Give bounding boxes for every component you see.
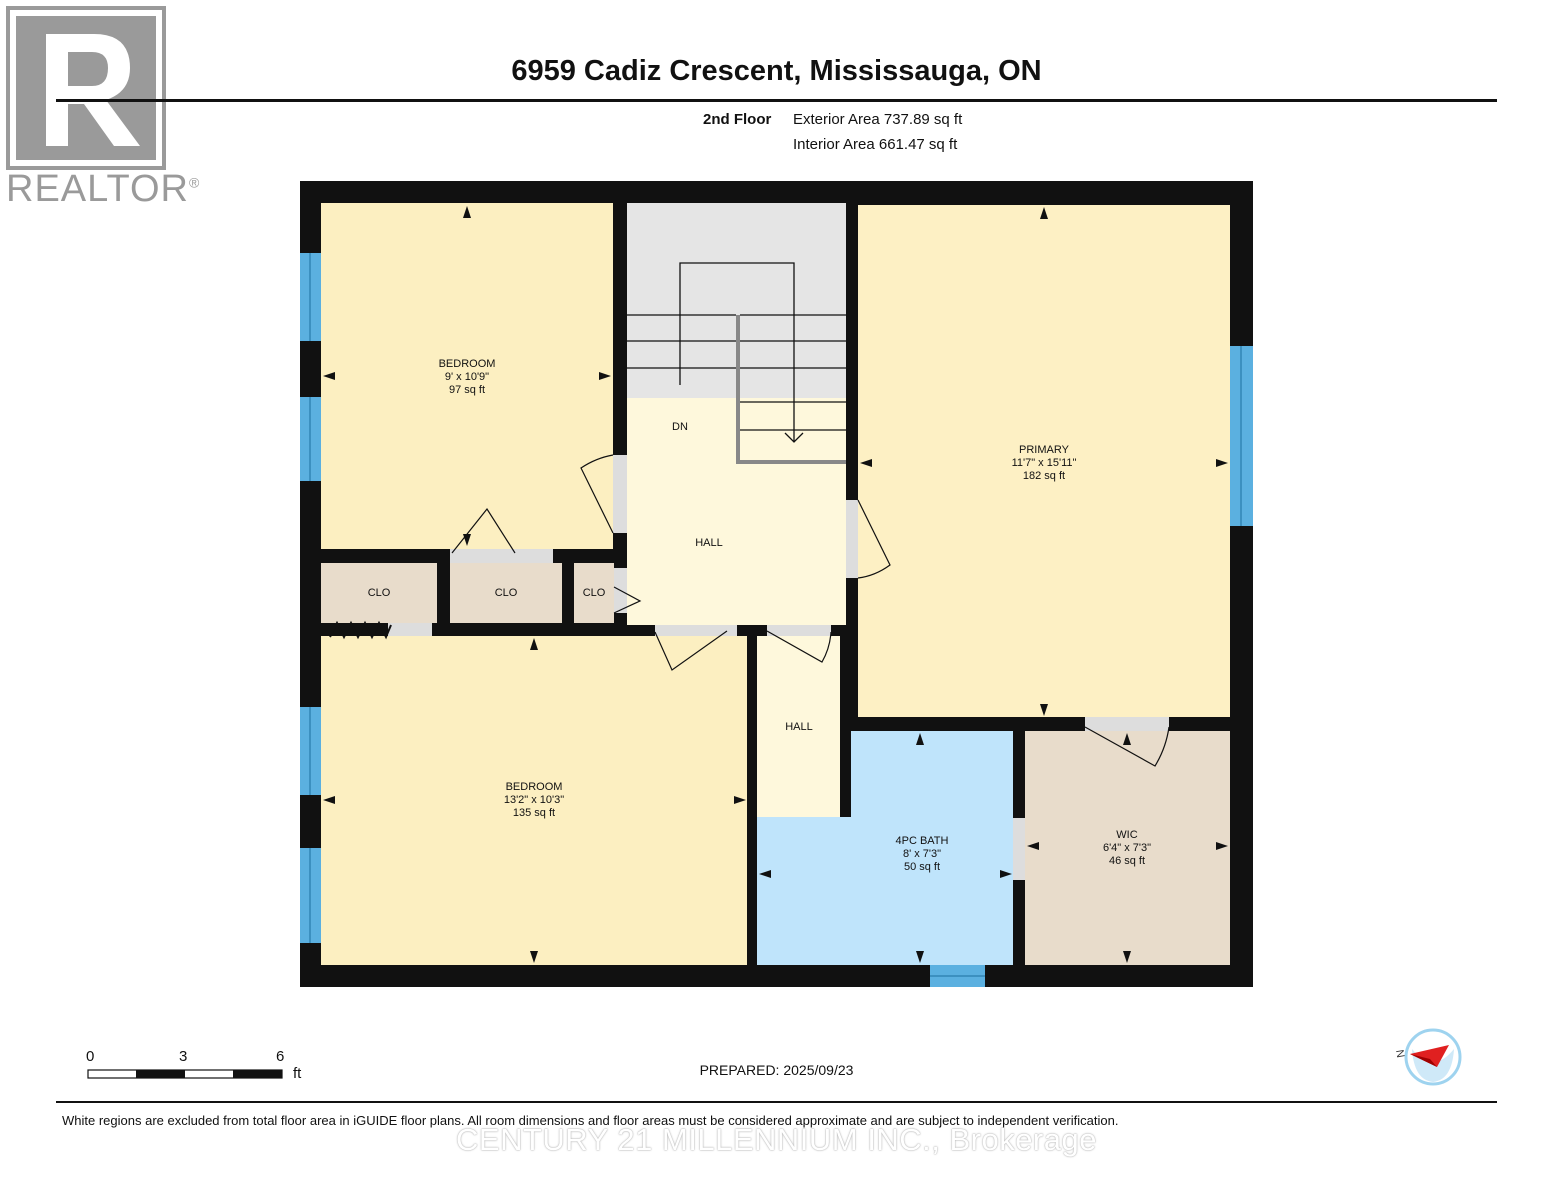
room-hall-2 (757, 636, 840, 817)
room-bath-upper (851, 731, 1013, 817)
stair-rail (736, 315, 846, 464)
hall-2-name: HALL (785, 721, 813, 733)
interior-area: Interior Area 661.47 sq ft (793, 136, 958, 153)
closet-2-name: CLO (495, 587, 518, 599)
window-mullions (309, 253, 1242, 977)
floor-name: 2nd Floor (703, 111, 772, 128)
brokerage-watermark: CENTURY 21 MILLENNIUM INC., Brokerage (456, 1122, 1097, 1157)
door-swings (451, 454, 1170, 767)
realtor-wordmark: REALTOR® (6, 168, 201, 210)
wic-dims: 6'4" x 7'3" (1103, 842, 1151, 854)
exterior-area: Exterior Area 737.89 sq ft (793, 111, 963, 128)
prepared-date: PREPARED: 2025/09/23 (699, 1062, 854, 1078)
primary-dims: 11'7" x 15'11" (1012, 457, 1077, 469)
bath-name: 4PC BATH (896, 835, 949, 847)
closet-3-name: CLO (583, 587, 606, 599)
room-closet-1 (321, 563, 437, 623)
room-bedroom-2 (321, 636, 747, 965)
stairs-label: DN (672, 421, 688, 433)
scale-bar (87, 1069, 283, 1079)
room-closet-3 (574, 563, 614, 623)
floor-plan: BEDROOM 9' x 10'9" 97 sq ft DN HALL PRIM… (87, 181, 1462, 1086)
wic-name: WIC (1116, 829, 1137, 841)
dimension-arrows (323, 206, 1228, 963)
scale-unit: ft (293, 1065, 302, 1082)
footer-divider (56, 1101, 1497, 1103)
bedroom-2-dims: 13'2" x 10'3" (504, 794, 564, 806)
primary-name: PRIMARY (1019, 444, 1070, 456)
disclaimer: White regions are excluded from total fl… (62, 1113, 1119, 1128)
bath-dims: 8' x 7'3" (903, 848, 941, 860)
scale-label-6: 6 (276, 1048, 285, 1065)
room-closet-2 (450, 563, 562, 623)
hall-1-name: HALL (695, 537, 723, 549)
header-divider (56, 99, 1497, 102)
bedroom-2-name: BEDROOM (506, 781, 563, 793)
realtor-logo (6, 6, 166, 170)
room-bath (757, 817, 1013, 965)
compass-north-label: N (1393, 1049, 1406, 1059)
wic-area: 46 sq ft (1109, 855, 1145, 867)
room-wic (1025, 731, 1230, 965)
bath-area: 50 sq ft (904, 861, 940, 873)
door-openings (388, 455, 1169, 880)
staircase (627, 262, 846, 443)
scale-label-3: 3 (179, 1048, 188, 1065)
bifold-door (329, 620, 392, 640)
compass-icon (1404, 1028, 1462, 1086)
bedroom-1-name: BEDROOM (439, 358, 496, 370)
room-bedroom-1 (321, 203, 613, 549)
room-primary (858, 205, 1230, 717)
closet-1-name: CLO (368, 587, 391, 599)
primary-area: 182 sq ft (1023, 470, 1065, 482)
page-title: 6959 Cadiz Crescent, Mississauga, ON (511, 55, 1042, 87)
bedroom-1-dims: 9' x 10'9" (445, 371, 489, 383)
bedroom-2-area: 135 sq ft (513, 807, 555, 819)
bedroom-1-area: 97 sq ft (449, 384, 485, 396)
scale-label-0: 0 (86, 1048, 95, 1065)
